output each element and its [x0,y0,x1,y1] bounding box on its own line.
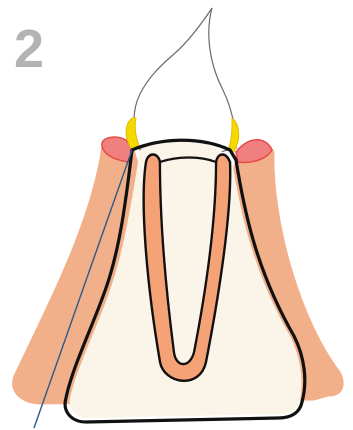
tooth-crown [134,8,236,152]
